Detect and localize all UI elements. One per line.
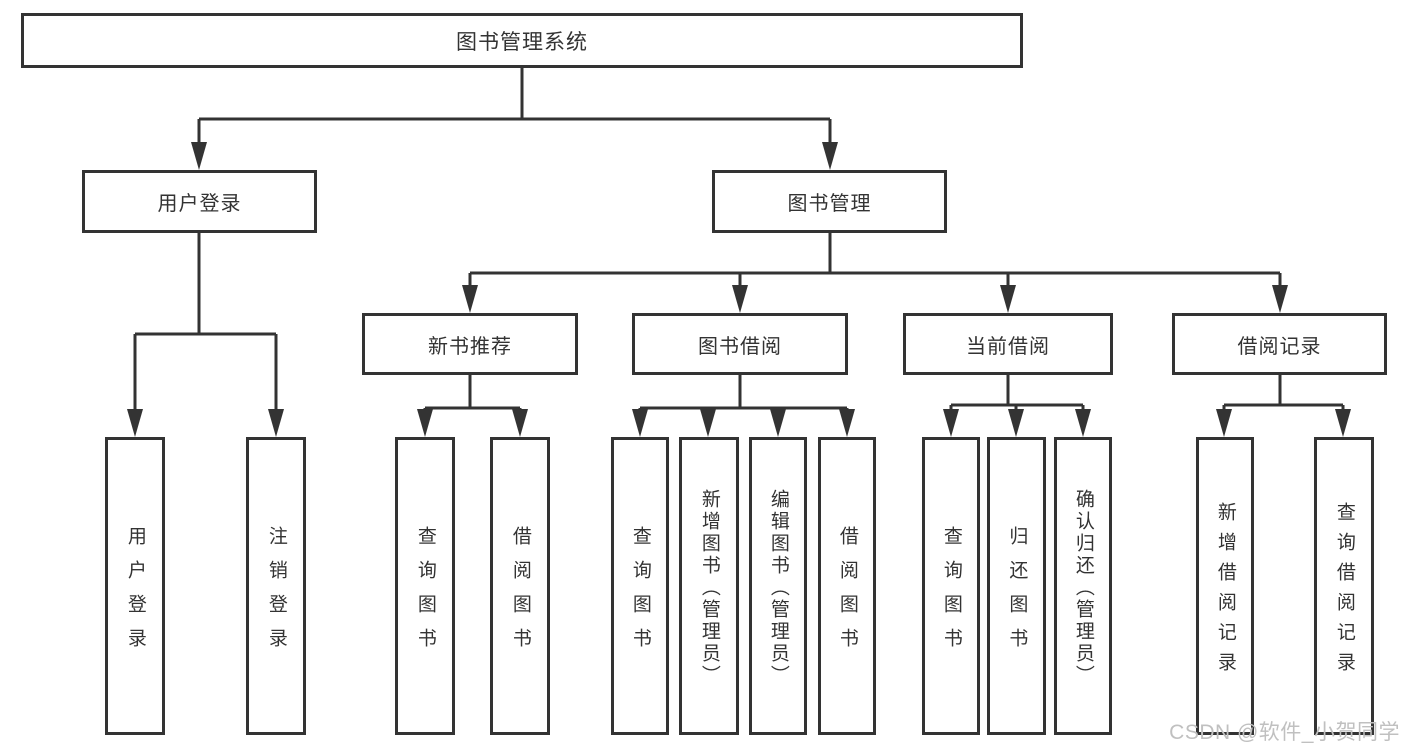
node-library-management-system: 图书管理系统: [21, 13, 1023, 68]
node-book-management: 图书管理: [712, 170, 947, 233]
node-new-book-recommend: 新书推荐: [362, 313, 578, 375]
node-borrow-records: 借阅记录: [1172, 313, 1387, 375]
leaf-query-books-borrow: 查询图书: [611, 437, 669, 735]
leaf-borrow-books-recommend: 借阅图书: [490, 437, 550, 735]
leaf-add-borrow-record: 新增借阅记录: [1196, 437, 1254, 735]
node-book-borrow: 图书借阅: [632, 313, 848, 375]
arrowhead-icons: [127, 142, 1351, 437]
node-current-borrow: 当前借阅: [903, 313, 1113, 375]
leaf-return-books: 归还图书: [987, 437, 1046, 735]
leaf-add-books-admin: 新增图书（管理员）: [679, 437, 739, 735]
leaf-query-books-recommend: 查询图书: [395, 437, 455, 735]
leaf-borrow-books: 借阅图书: [818, 437, 876, 735]
leaf-query-books-current: 查询图书: [922, 437, 980, 735]
leaf-query-borrow-record: 查询借阅记录: [1314, 437, 1374, 735]
node-user-login: 用户登录: [82, 170, 317, 233]
leaf-user-login: 用户登录: [105, 437, 165, 735]
leaf-confirm-return-admin: 确认归还（管理员）: [1054, 437, 1112, 735]
leaf-edit-books-admin: 编辑图书（管理员）: [749, 437, 807, 735]
leaf-logout: 注销登录: [246, 437, 306, 735]
csdn-watermark: CSDN @软件_小贺同学: [1169, 721, 1400, 744]
